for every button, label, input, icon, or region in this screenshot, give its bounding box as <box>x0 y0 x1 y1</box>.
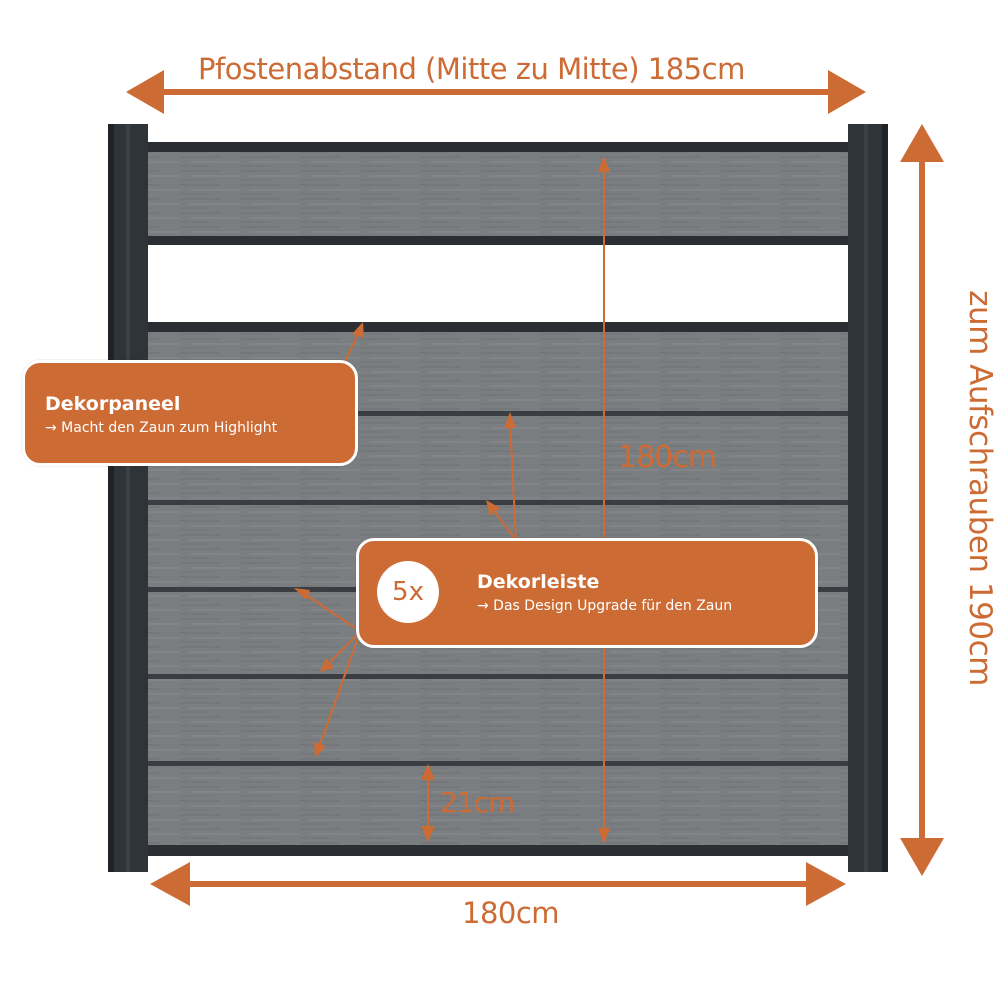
top-rail <box>140 142 852 152</box>
callout-dekorleiste: 5x Dekorleiste → Das Design Upgrade für … <box>356 538 818 648</box>
arrow-total-height <box>900 124 944 876</box>
dekorpaneel-gap <box>146 245 848 323</box>
rail-below-top-board <box>146 236 848 245</box>
pointers-dekorleiste <box>301 421 517 751</box>
board-6 <box>146 766 848 846</box>
callout-dekorleiste-title: Dekorleiste <box>477 571 600 593</box>
dekorleiste-1 <box>146 411 848 416</box>
label-post-spacing: Pfostenabstand (Mitte zu Mitte) 185cm <box>198 52 745 86</box>
arrow-panel-width <box>150 862 846 906</box>
label-board-height: 21cm <box>440 786 515 819</box>
callout-dekorleiste-subtitle: → Das Design Upgrade für den Zaun <box>477 598 733 614</box>
arrow-panel-height <box>598 156 610 844</box>
rail-above-boards <box>146 322 848 332</box>
pointer-heads-dekorleiste <box>294 412 516 758</box>
dekorleiste-5 <box>146 761 848 766</box>
label-panel-height: 180cm <box>618 440 717 475</box>
top-board <box>146 150 848 238</box>
callout-dekorpaneel-subtitle: → Macht den Zaun zum Highlight <box>45 420 278 436</box>
count-badge: 5x <box>377 561 439 623</box>
callout-dekorpaneel-title: Dekorpaneel <box>45 393 181 415</box>
arrow-post-spacing <box>126 70 866 114</box>
dekorleiste-4 <box>146 674 848 679</box>
label-panel-width: 180cm <box>462 896 560 930</box>
arrow-board-height <box>421 764 435 842</box>
callout-dekorpaneel: Dekorpaneel → Macht den Zaun zum Highlig… <box>22 360 358 466</box>
dekorleiste-2 <box>146 500 848 505</box>
board-5 <box>146 679 848 762</box>
label-total-height: zum Aufschrauben 190cm <box>962 290 998 686</box>
bottom-rail <box>140 845 852 856</box>
